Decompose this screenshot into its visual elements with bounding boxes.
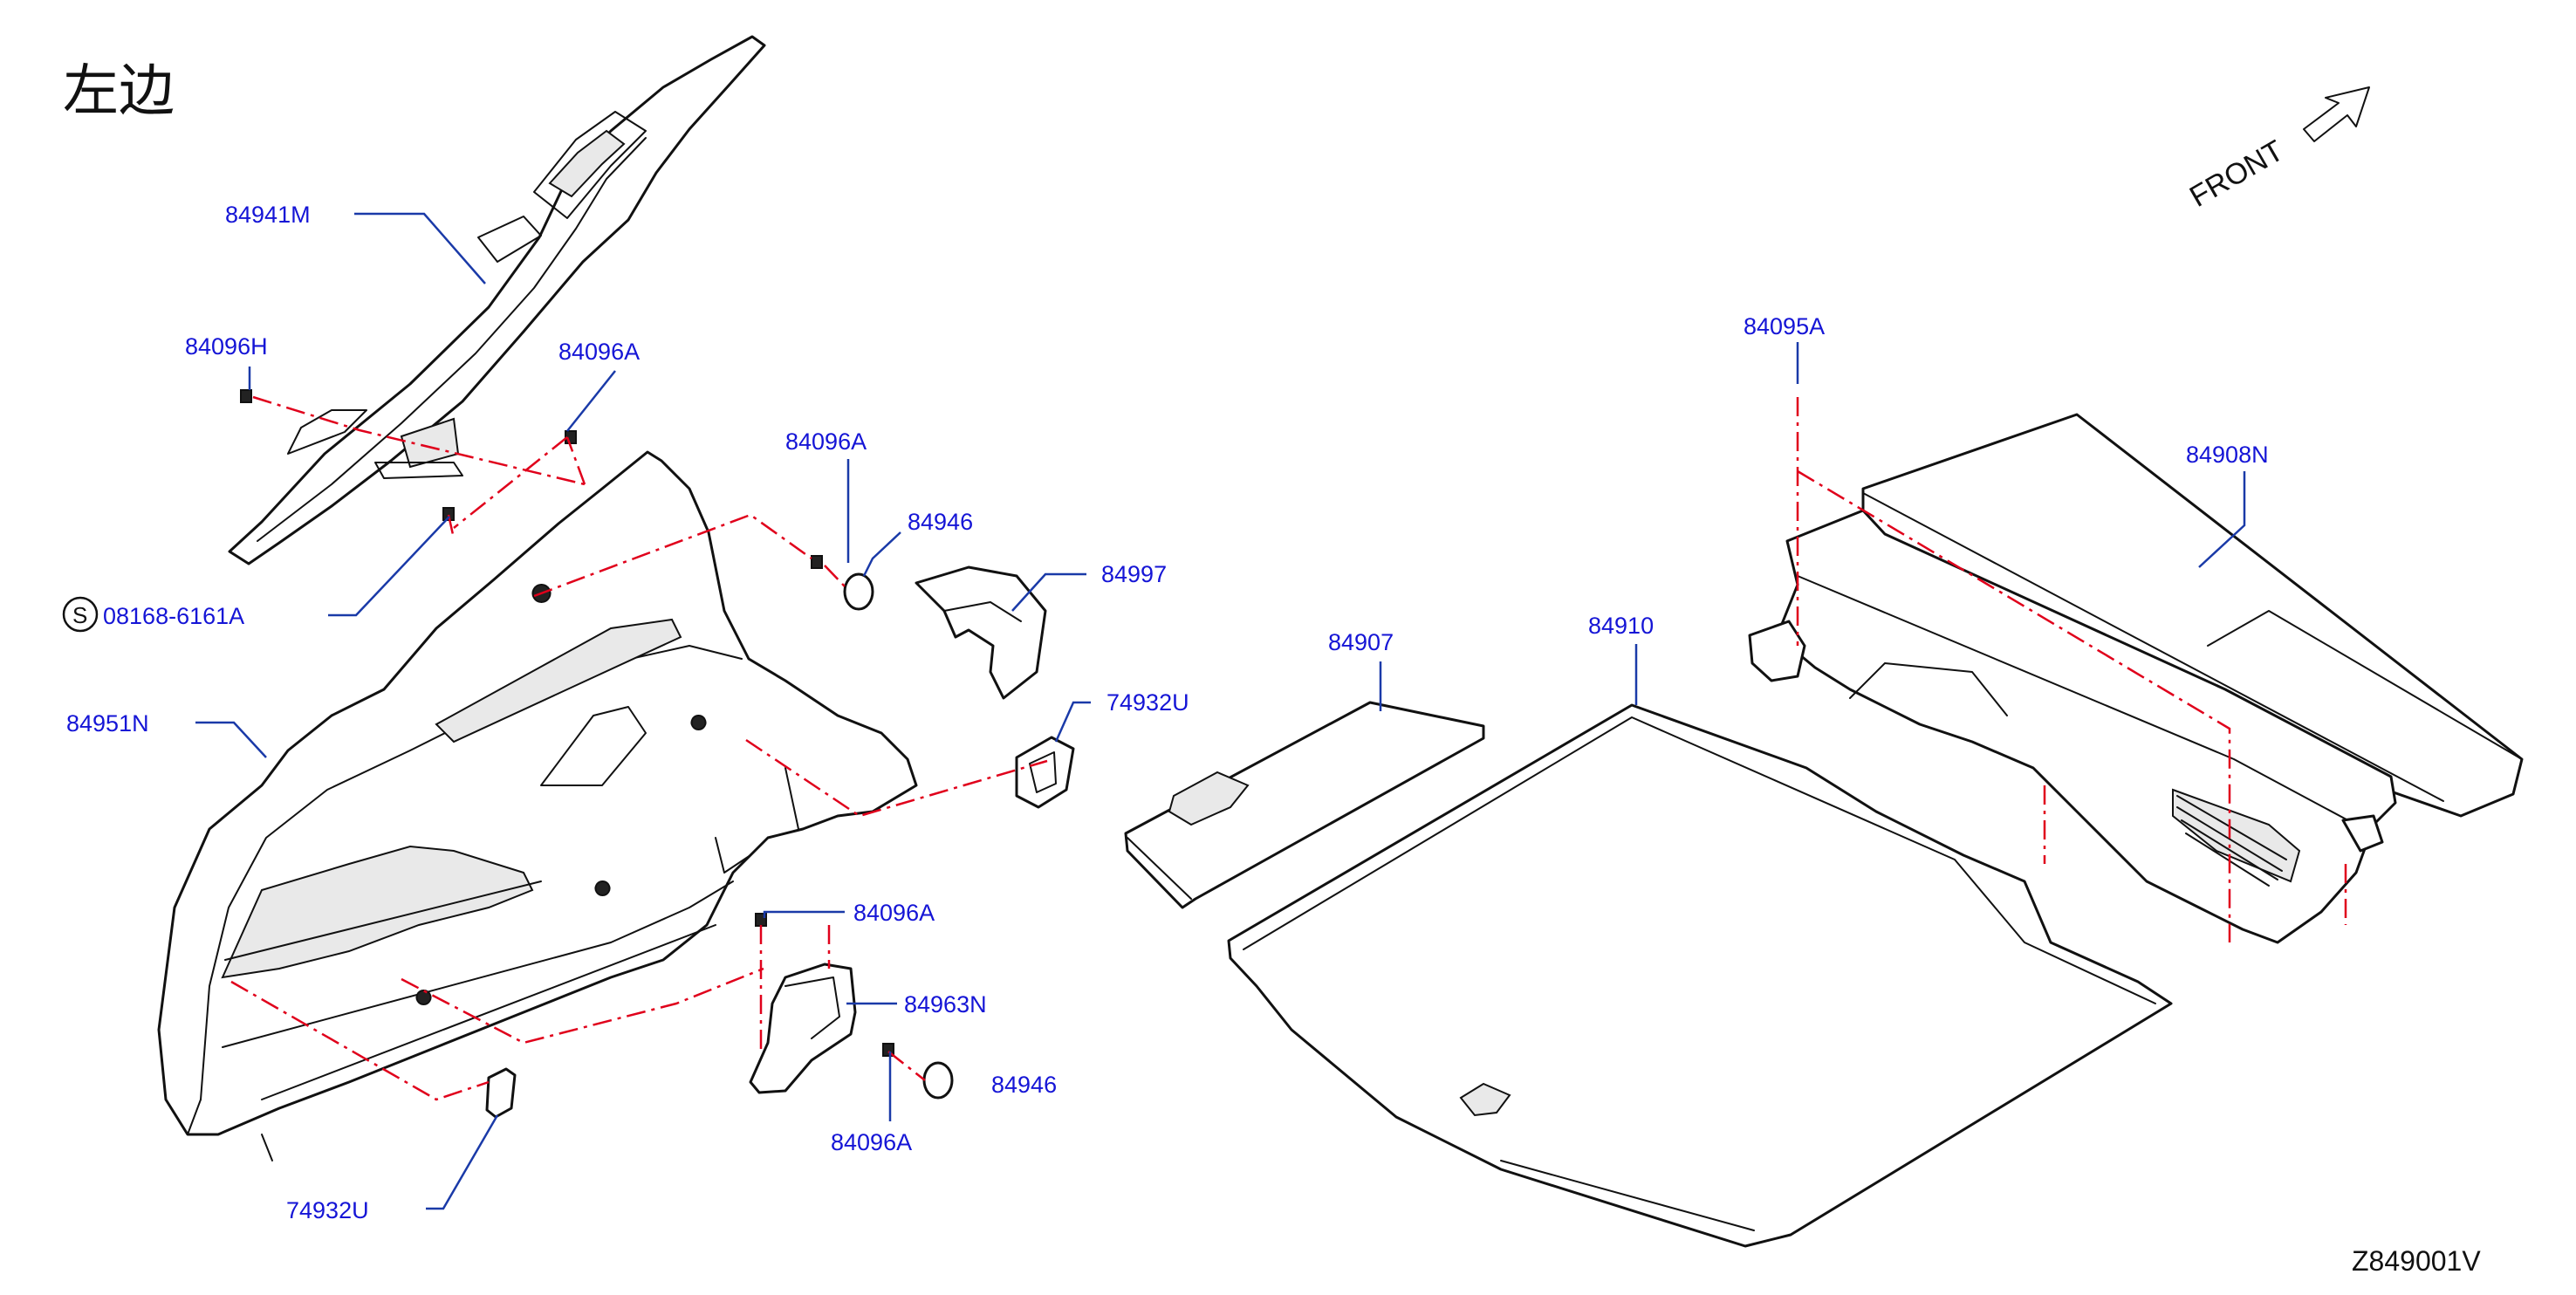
cap-84946-bottom [922,1061,954,1100]
label-84096A-bottom: 84096A [831,1129,912,1155]
board-84907 [1124,701,1485,909]
label-84997: 84997 [1101,561,1167,587]
label-84907: 84907 [1328,629,1394,655]
label-84910: 84910 [1588,613,1654,639]
front-arrow-icon [2303,86,2370,142]
label-84096H: 84096H [185,333,268,360]
label-84946-bottom: 84946 [991,1072,1057,1098]
fastener-guide-lines [230,395,2347,1101]
fasteners-left [240,389,894,1057]
label-84963N: 84963N [904,991,987,1018]
label-74932U-bottom: 74932U [286,1197,369,1223]
label-84951N: 84951N [66,710,149,737]
leader-lines [195,212,2246,1210]
cover-84997 [915,565,1047,700]
floor-mat-84910 [1227,703,2173,1248]
label-08168-6161A: 08168-6161A [103,603,244,629]
side-title: 左边 [63,59,175,122]
front-label: FRONT [2184,134,2289,213]
label-84941M: 84941M [225,202,311,228]
cap-84946-top [843,572,874,611]
label-84096A-top: 84096A [558,339,640,365]
clip-74932U-right [1015,736,1075,809]
label-84095A: 84095A [1744,313,1825,339]
clip-74932U-bottom [485,1067,517,1119]
label-84096A-bracket: 84096A [853,900,935,926]
s-circle-icon [62,596,99,633]
bracket-84963N [749,963,857,1094]
diagram-code: Z849001V [2352,1245,2481,1277]
label-84946-top: 84946 [908,509,973,535]
rear-panel-84908N [1748,413,2524,944]
label-74932U-right: 74932U [1106,689,1189,716]
s-marker: S [72,602,87,628]
label-84096A-mid: 84096A [785,428,867,455]
label-84908N: 84908N [2186,442,2269,468]
